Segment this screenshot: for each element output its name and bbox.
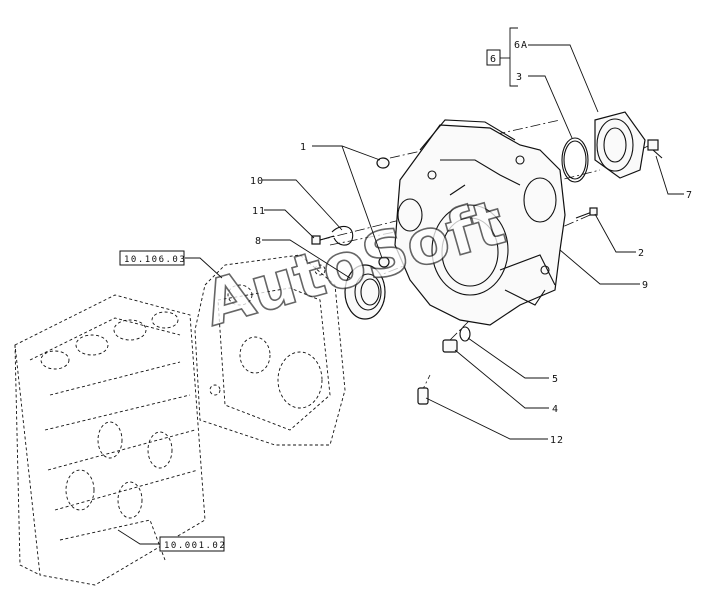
- callout-7: 7: [686, 190, 693, 201]
- end-cover: [594, 111, 646, 179]
- callout-4: 4: [552, 404, 559, 415]
- o-ring: [561, 137, 589, 183]
- dowel-pin: [417, 387, 429, 405]
- callout-9: 9: [642, 280, 649, 291]
- bolt-eleven: [311, 235, 335, 245]
- washer-ring: [459, 326, 471, 342]
- callout-labels: 1 10 11 8 6A 3 7 2 9 5 4 12: [250, 40, 693, 446]
- crank-seal-ring: [344, 264, 386, 320]
- plug-upper: [376, 157, 390, 169]
- reference-upper-label: 10.106.03: [124, 255, 186, 265]
- callout-11: 11: [252, 206, 266, 217]
- callout-6-box: 6: [486, 49, 501, 66]
- retaining-clip: [331, 225, 354, 246]
- leader-lines: [117, 27, 684, 545]
- callout-5: 5: [552, 374, 559, 385]
- bolt-seven: [647, 139, 663, 159]
- callout-12: 12: [550, 435, 564, 446]
- reference-lower-label: 10.001.02: [164, 541, 226, 551]
- callout-2: 2: [638, 248, 645, 259]
- callout-8: 8: [255, 236, 262, 247]
- plug-lower: [378, 256, 390, 268]
- callout-1: 1: [300, 142, 307, 153]
- timing-cover: [394, 119, 566, 326]
- callout-10: 10: [250, 176, 264, 187]
- bolt-two: [575, 207, 598, 219]
- reference-box-lower[interactable]: 10.001.02: [159, 536, 226, 552]
- rear-plate-phantom: [194, 254, 346, 446]
- drain-plug: [442, 339, 458, 353]
- callout-6a: 6A: [514, 40, 528, 51]
- callout-3: 3: [516, 72, 523, 83]
- engine-block-phantom: [14, 294, 206, 586]
- callout-6: 6: [490, 54, 497, 65]
- reference-box-upper[interactable]: 10.106.03: [119, 250, 186, 266]
